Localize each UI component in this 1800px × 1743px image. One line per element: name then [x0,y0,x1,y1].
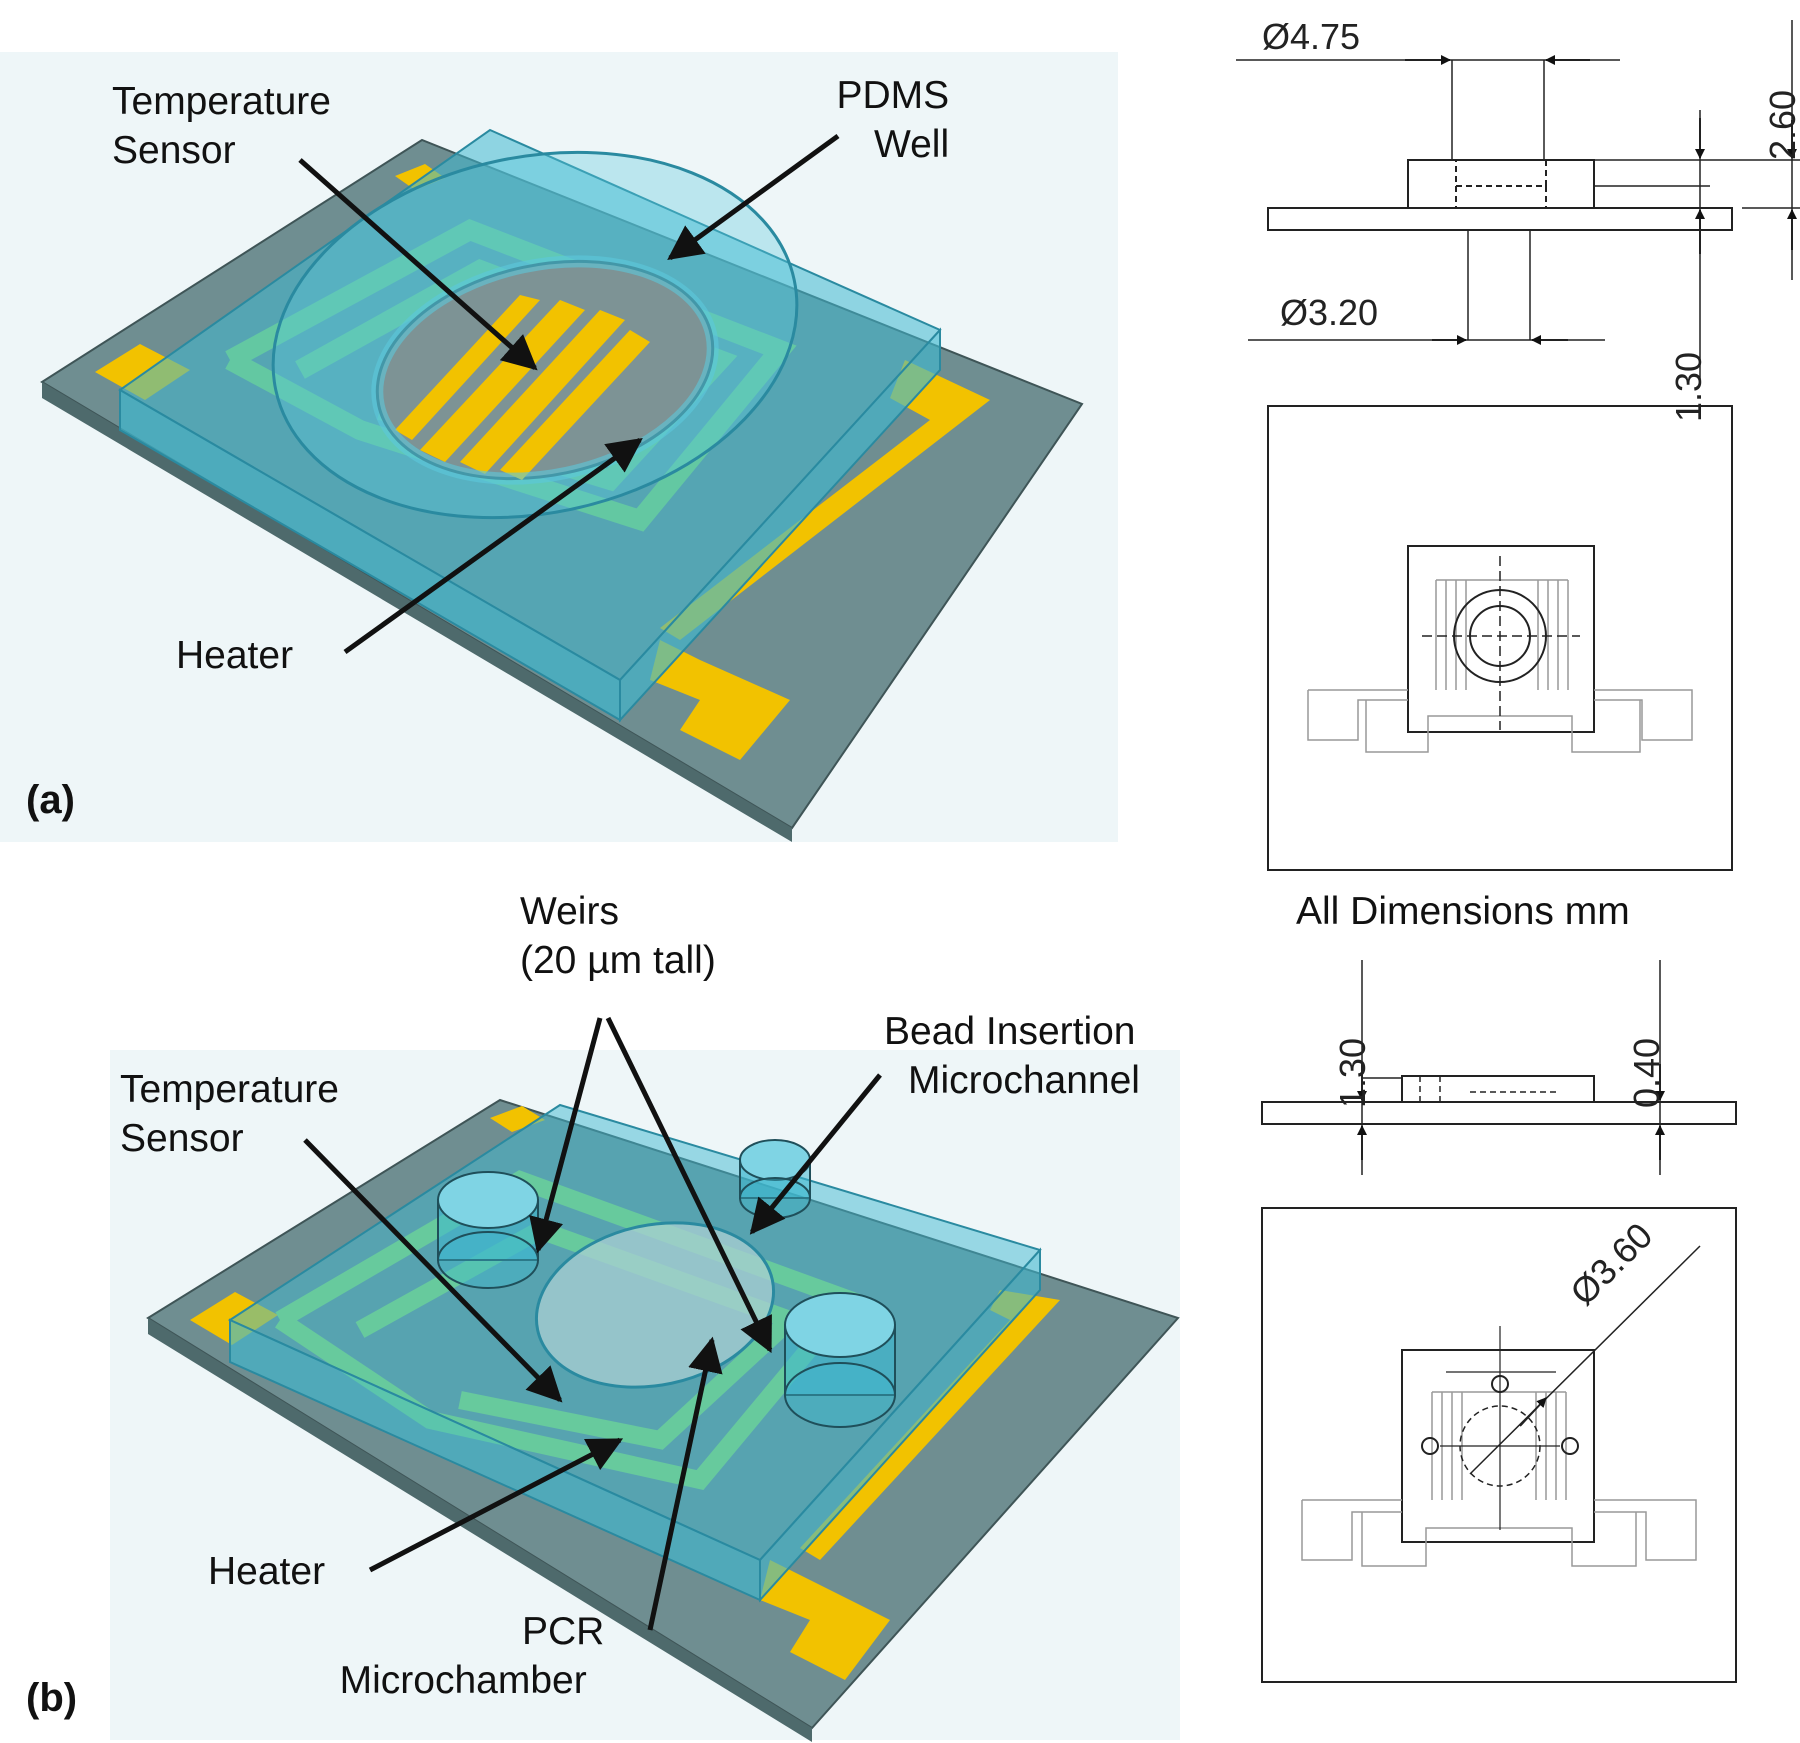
dim-130-b: 1.30 [1332,1037,1374,1109]
arrow-weirs-right [605,1016,773,1354]
panel-b [110,1016,1180,1742]
label-line: (20 µm tall) [520,938,716,982]
dim-040: 0.40 [1626,1037,1668,1109]
pad-b-bottom [760,1560,890,1680]
label-heater-b: Heater [208,1550,326,1593]
dim-130-top: 1.30 [1668,351,1710,423]
arrow-bead-microchannel [749,1073,882,1235]
drawing-b-side [1261,960,1737,1175]
arrow-heater-b [368,1437,624,1573]
label-line: Sensor [120,1116,244,1160]
drawing-a-side [1236,20,1800,380]
label-temperature-sensor-b: Temperature Sensor [120,1066,339,1164]
label-line: Bead Insertion [884,1010,1136,1053]
arrow-heater-a [343,437,643,655]
dim-260: 2.60 [1762,89,1800,161]
arrow-temp-sensor-a [298,158,538,371]
all-dimensions-note: All Dimensions mm [1296,890,1630,933]
label-bead-insertion-microchannel: Bead Insertion Microchannel [884,1008,1140,1106]
label-line: Well [874,122,950,166]
arrow-pdms-well-a [667,133,840,261]
label-weirs: Weirs (20 µm tall) [520,888,716,986]
label-line: Temperature [112,80,331,123]
drawing-a-top [1267,405,1733,871]
sensor-fingers-a [395,295,650,480]
drawing-b-top [1261,1207,1737,1683]
pad-b-top [490,1106,545,1132]
arrow-pcr-microchamber [647,1336,723,1631]
arrow-temp-sensor-b [303,1138,563,1403]
label-line: Sensor [112,128,236,172]
label-pdms-well: PDMS Well [830,72,949,170]
inlet-well-left [437,1171,539,1289]
pdms-block-a-right [619,327,941,723]
panel-a [0,52,1118,842]
label-pcr-microchamber: PCR Microchamber [322,1608,605,1706]
label-line: Temperature [120,1068,339,1111]
panel-a-tag: (a) [26,778,75,822]
label-line: Weirs [520,890,619,933]
substrate-a-edge [42,382,792,842]
label-line: Microchamber [339,1658,587,1702]
label-line: PDMS [836,74,950,117]
pdms-block-b-right [759,1247,1041,1603]
arrow-weirs-left [529,1017,603,1254]
pdms-well-inner-rim [371,255,719,485]
pad-a-bottom [650,640,790,760]
pad-b-right-trace [800,1290,1060,1560]
label-temperature-sensor-a: Temperature Sensor [112,78,331,176]
label-line: Microchannel [908,1058,1140,1102]
dim-diameter-320: Ø3.20 [1280,292,1379,333]
label-line: PCR [522,1610,605,1653]
substrate-b-edge [148,1318,812,1742]
label-heater-a: Heater [176,634,294,677]
panel-b-tag: (b) [26,1676,78,1720]
dim-diameter-475: Ø4.75 [1262,16,1361,57]
outlet-well-right [784,1292,896,1428]
